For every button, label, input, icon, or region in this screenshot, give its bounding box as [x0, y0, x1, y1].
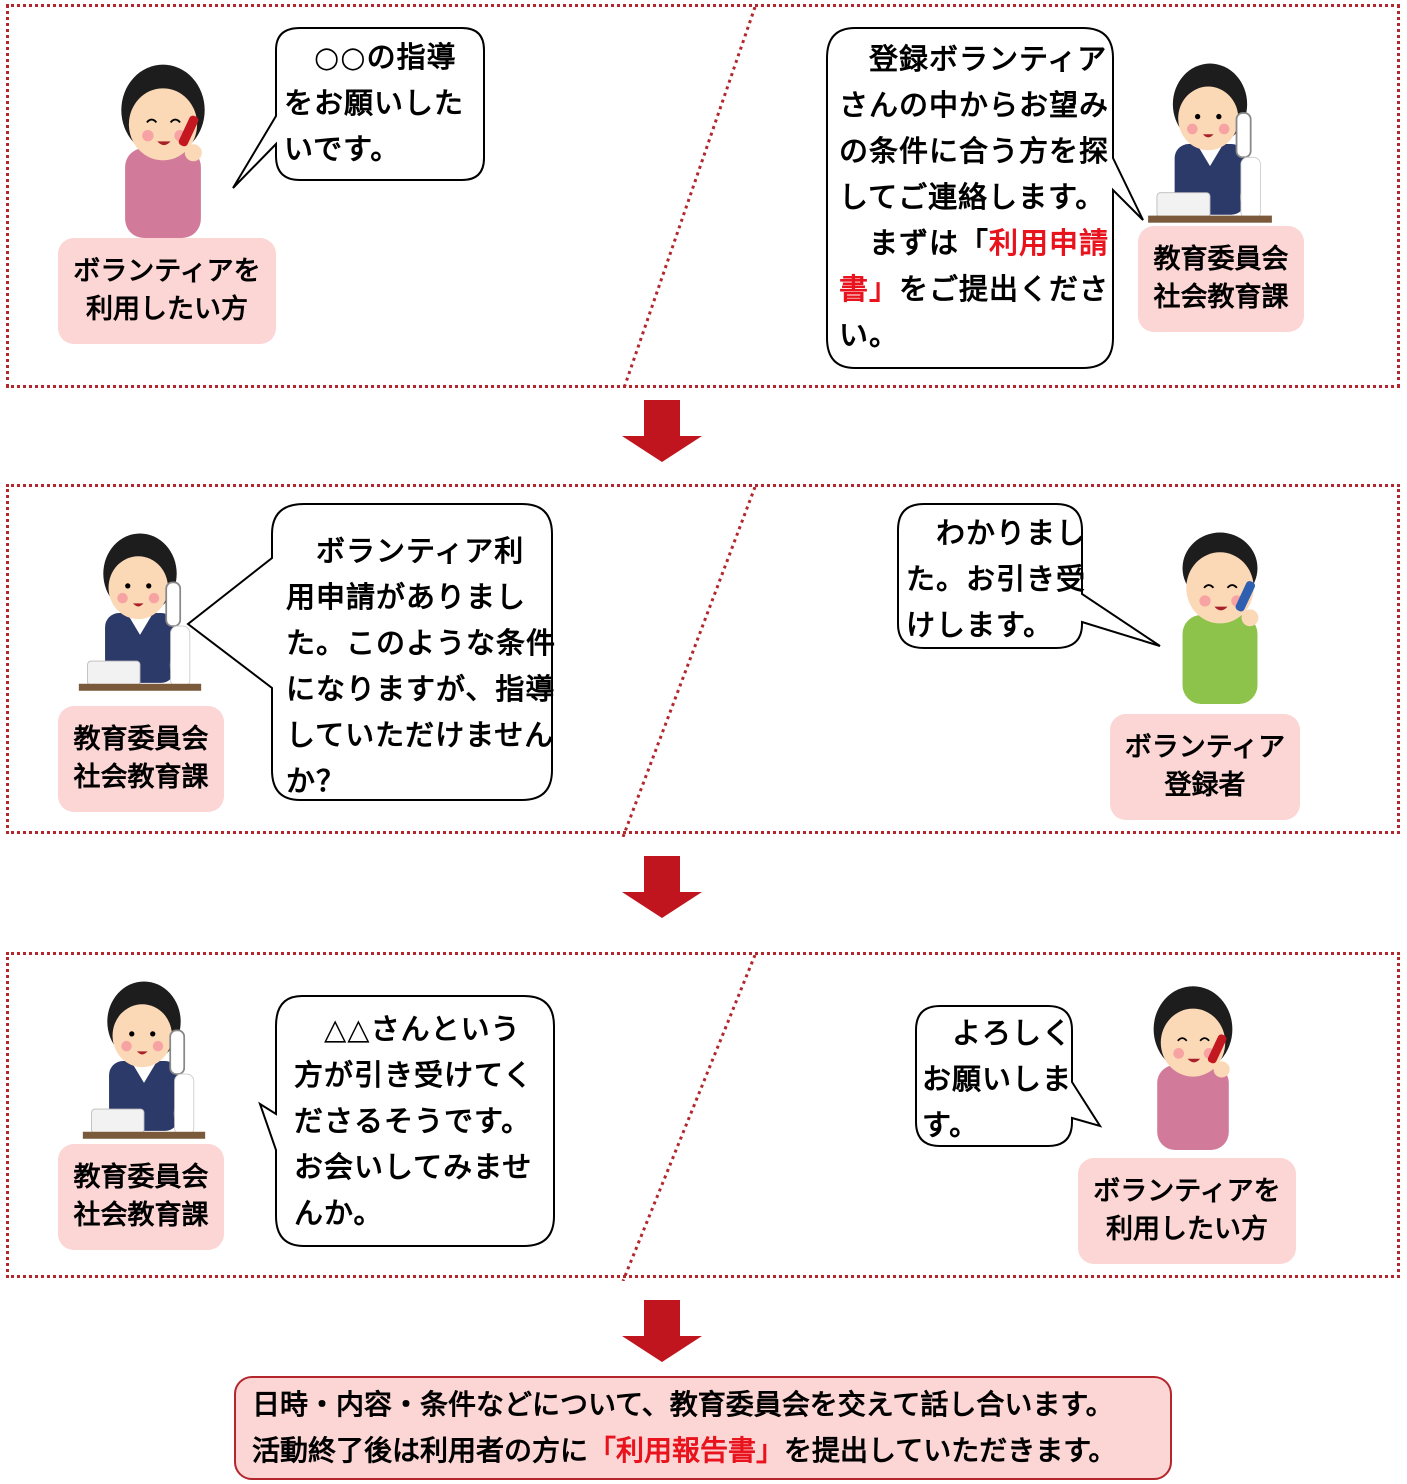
staff-desk-phone-icon [1147, 62, 1273, 224]
application-form-highlight: 利用申請 書」 [839, 226, 1110, 306]
final-line-2: 活動終了後は利用者の方に「利用報告書」を提出していただきます。 [252, 1428, 1170, 1474]
usage-report-highlight: 「利用報告書」 [588, 1434, 785, 1467]
office-request-text: ボランティア利 用申請がありまし た。このような条件 になりますが、指導 してい… [286, 534, 557, 798]
requester-speech-text: ○○の指導 をお願いした いです。 [284, 40, 465, 166]
panel-introduction [6, 952, 1400, 1281]
woman-phone-pink-icon [1152, 985, 1234, 1150]
volunteer-reply-text: わかりまし た。お引き受 けします。 [906, 516, 1087, 642]
requester-label: ボランティアを 利用したい方 [58, 238, 276, 344]
requester-label: ボランティアを 利用したい方 [1078, 1158, 1296, 1264]
office-reply-text-part2: をご提出くださ い。 [839, 272, 1110, 352]
final-instructions-box: 日時・内容・条件などについて、教育委員会を交えて話し合います。 活動終了後は利用… [234, 1376, 1172, 1480]
panel-coordination [6, 484, 1400, 837]
panel-request [6, 4, 1400, 391]
office-introduce-bubble: △△さんという 方が引き受けてく ださるそうです。 お会いしてみませ んか。 [258, 994, 558, 1250]
office-reply-bubble: 登録ボランティア さんの中からお望み の条件に合う方を探 してご連絡します。 ま… [825, 26, 1145, 370]
office-introduce-text: △△さんという 方が引き受けてく ださるそうです。 お会いしてみませ んか。 [294, 1012, 534, 1230]
office-label: 教育委員会 社会教育課 [1138, 226, 1304, 332]
volunteer-label: ボランティア 登録者 [1110, 714, 1300, 820]
volunteer-reply-bubble: わかりまし た。お引き受 けします。 [896, 502, 1166, 652]
panel-divider [621, 955, 757, 1281]
office-label: 教育委員会 社会教育課 [58, 1144, 224, 1250]
woman-phone-pink-icon [120, 63, 206, 238]
final-line-2-part1: 活動終了後は利用者の方に [252, 1434, 589, 1467]
final-line-1: 日時・内容・条件などについて、教育委員会を交えて話し合います。 [252, 1388, 1114, 1421]
office-reply-text-part1: 登録ボランティア さんの中からお望み の条件に合う方を探 してご連絡します。 ま… [839, 42, 1110, 260]
requester-speech-bubble: ○○の指導 をお願いした いです。 [230, 26, 486, 189]
requester-thanks-text: よろしく お願いしま す。 [922, 1016, 1073, 1142]
requester-thanks-bubble: よろしく お願いしま す。 [914, 1004, 1104, 1150]
office-reply-text: 登録ボランティア さんの中からお望み の条件に合う方を探 してご連絡します。 ま… [839, 36, 1109, 358]
office-label: 教育委員会 社会教育課 [58, 706, 224, 812]
staff-desk-phone-icon [81, 980, 207, 1140]
panel-divider [621, 7, 757, 391]
man-green-phone-icon [1181, 531, 1260, 704]
office-request-bubble: ボランティア利 用申請がありまし た。このような条件 になりますが、指導 してい… [186, 502, 556, 804]
down-arrow-icon [622, 400, 702, 462]
final-line-2-part2: を提出していただきます。 [784, 1434, 1117, 1467]
down-arrow-icon [622, 1300, 702, 1362]
down-arrow-icon [622, 856, 702, 918]
